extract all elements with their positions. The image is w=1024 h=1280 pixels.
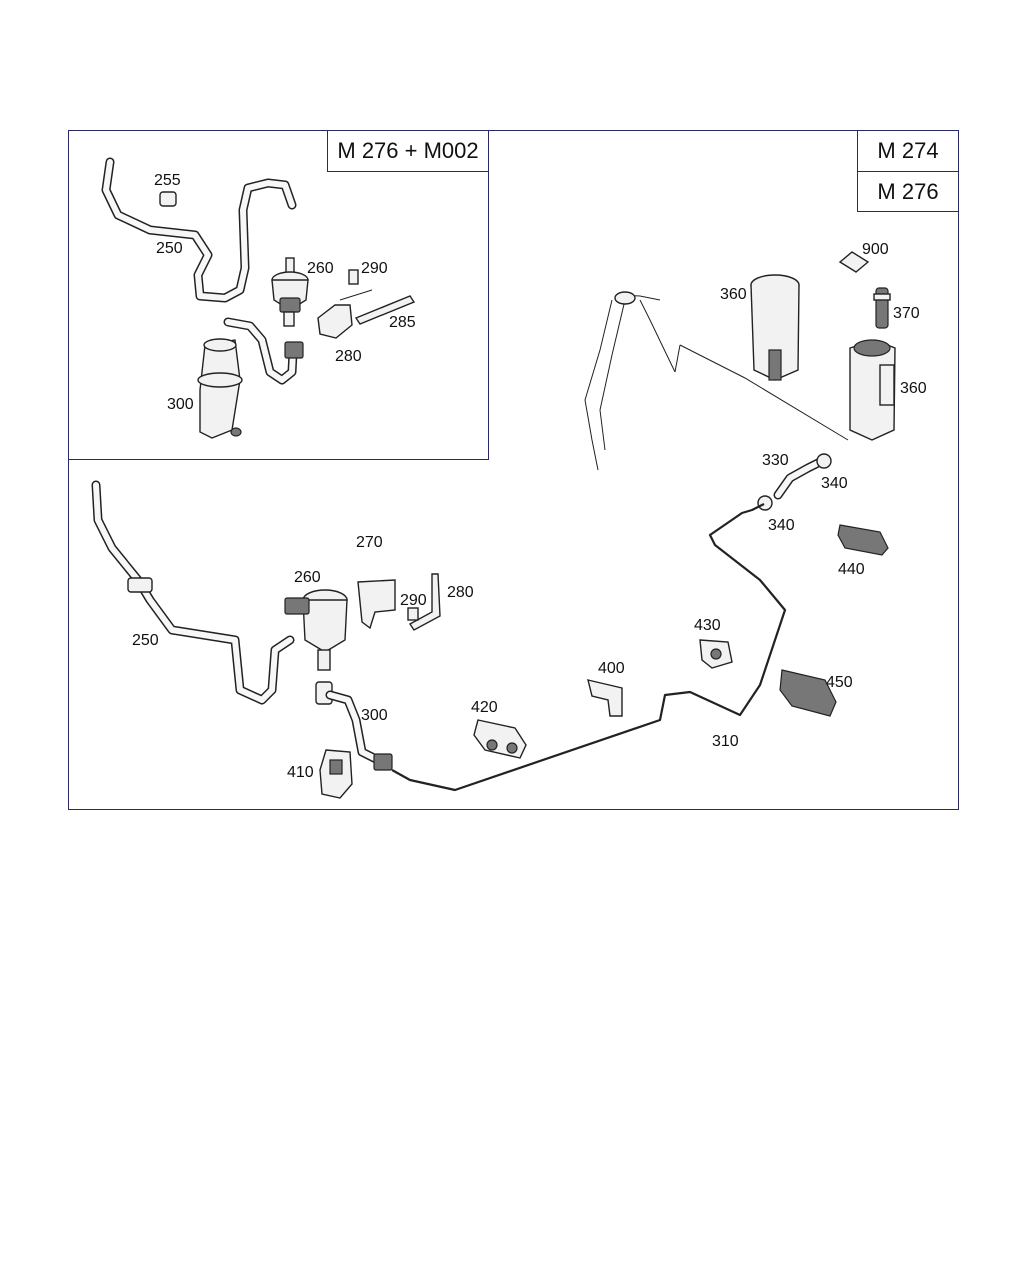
main-valve-260 [284,589,348,671]
callout-main-430: 430 [694,617,721,634]
main-clip-290 [407,607,419,621]
inset-hose-300 [223,317,304,385]
callout-main-370: 370 [893,305,920,322]
variant-label-m274: M 274 [857,130,959,172]
main-canister-360-top [750,274,800,381]
main-valve-370 [873,287,891,329]
inset-frame [68,130,489,460]
main-canister-360-right [849,339,896,441]
inset-canister-300 [197,338,243,439]
callout-main-440: 440 [838,561,865,578]
callout-main-420: 420 [471,699,498,716]
main-hose-250 [91,480,295,705]
callout-main-410: 410 [287,764,314,781]
callout-main-290: 290 [400,592,427,609]
callout-main-330: 330 [762,452,789,469]
callout-inset-250: 250 [156,240,183,257]
callout-main-340-a: 340 [821,475,848,492]
callout-main-360-top: 360 [720,286,747,303]
callout-inset-300: 300 [167,396,194,413]
callout-inset-285: 285 [389,314,416,331]
variant-label-m276: M 276 [857,171,959,212]
callout-inset-290: 290 [361,260,388,277]
main-line-310 [391,503,787,792]
callout-inset-280: 280 [335,348,362,365]
main-hose-300 [315,681,393,771]
inset-hose-250 [101,157,297,303]
callout-main-250: 250 [132,632,159,649]
main-pad-900 [838,251,870,273]
inset-clip-290 [348,269,359,285]
inset-variant-label: M 276 + M002 [327,130,489,172]
callout-main-360-right: 360 [900,380,927,397]
engine-side-harness [584,291,849,471]
inset-strap-285 [354,295,416,325]
main-clip-400 [587,679,623,717]
main-clip-420 [473,719,527,759]
callout-inset-255: 255 [154,172,181,189]
diagram-frame [68,130,959,810]
callout-main-300: 300 [361,707,388,724]
inset-clamp-255 [159,191,177,207]
callout-main-260: 260 [294,569,321,586]
main-connector-450 [779,669,837,717]
main-hose-330 [757,453,832,511]
inset-bracket-280 [317,289,373,339]
main-clip-430 [699,639,733,669]
main-bracket-270 [357,579,396,630]
callout-main-310: 310 [712,733,739,750]
callout-main-280: 280 [447,584,474,601]
callout-main-450: 450 [826,674,853,691]
main-strap-280 [408,573,441,631]
callout-main-340-b: 340 [768,517,795,534]
callout-main-400: 400 [598,660,625,677]
callout-main-270: 270 [356,534,383,551]
callout-main-900: 900 [862,241,889,258]
callout-inset-260: 260 [307,260,334,277]
main-connector-440 [837,524,889,556]
inset-valve-260 [271,257,309,327]
main-connector-410 [319,749,353,799]
